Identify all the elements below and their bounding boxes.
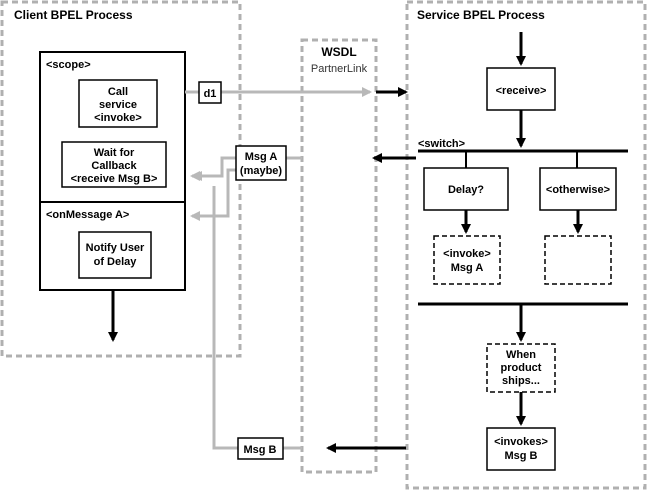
scope-label: <scope> — [46, 59, 91, 71]
delay-condition-label: Delay? — [448, 184, 484, 196]
otherwise-node: <otherwise> — [539, 167, 617, 211]
service-process-container: Service BPEL Process — [405, 0, 647, 490]
invoke-msg-a-node: <invoke> Msg A — [433, 235, 501, 285]
invokes-msg-b-line-2: Msg B — [505, 450, 538, 462]
msg-b-riser-line — [212, 186, 238, 450]
onmessage-label: <onMessage A> — [46, 209, 129, 221]
call-service-node: Call service <invoke> — [78, 79, 158, 128]
wsdl-subtitle: PartnerLink — [311, 63, 368, 75]
receive-node: <receive> — [486, 67, 556, 111]
msg-a-line-2: (maybe) — [240, 165, 283, 177]
wait-callback-line-2: Callback — [91, 160, 137, 172]
when-ships-line-1: When — [506, 349, 536, 361]
otherwise-label: <otherwise> — [546, 184, 610, 196]
msg-a-message-tag: Msg A (maybe) — [235, 145, 287, 181]
invoke-msg-a-line-1: <invoke> — [443, 248, 491, 260]
invoke-msg-a-line-2: Msg A — [451, 262, 484, 274]
d1-message-tag: d1 — [198, 81, 222, 104]
msg-b-label: Msg B — [244, 444, 277, 456]
wait-callback-line-3: <receive Msg B> — [71, 173, 158, 185]
wsdl-title: WSDL — [321, 45, 356, 59]
switch-label: <switch> — [418, 138, 465, 150]
msg-a-to-onmessage-line — [190, 168, 236, 221]
notify-user-node: Notify User of Delay — [78, 231, 152, 279]
d1-label: d1 — [204, 88, 217, 100]
msg-b-message-tag: Msg B — [237, 437, 284, 460]
wait-callback-node: Wait for Callback <receive Msg B> — [61, 141, 167, 188]
when-ships-line-2: product — [501, 362, 542, 374]
call-service-line-2: service — [99, 99, 137, 111]
when-product-ships-node: When product ships... — [486, 343, 556, 393]
call-service-line-1: Call — [108, 86, 128, 98]
notify-user-line-2: of Delay — [94, 256, 138, 268]
notify-user-line-1: Notify User — [86, 242, 145, 254]
invokes-msg-b-node: <invokes> Msg B — [486, 427, 556, 471]
receive-label: <receive> — [496, 85, 547, 97]
call-service-line-3: <invoke> — [94, 112, 142, 124]
client-process-title: Client BPEL Process — [14, 8, 133, 22]
invokes-msg-b-line-1: <invokes> — [494, 436, 548, 448]
wait-callback-line-1: Wait for — [94, 147, 135, 159]
msg-a-line-1: Msg A — [245, 151, 278, 163]
service-process-title: Service BPEL Process — [417, 8, 545, 22]
when-ships-line-3: ships... — [502, 375, 540, 387]
delay-condition-node: Delay? — [423, 167, 509, 211]
otherwise-empty-node — [544, 235, 612, 285]
wsdl-partnerlink-container: WSDL PartnerLink — [300, 38, 378, 474]
